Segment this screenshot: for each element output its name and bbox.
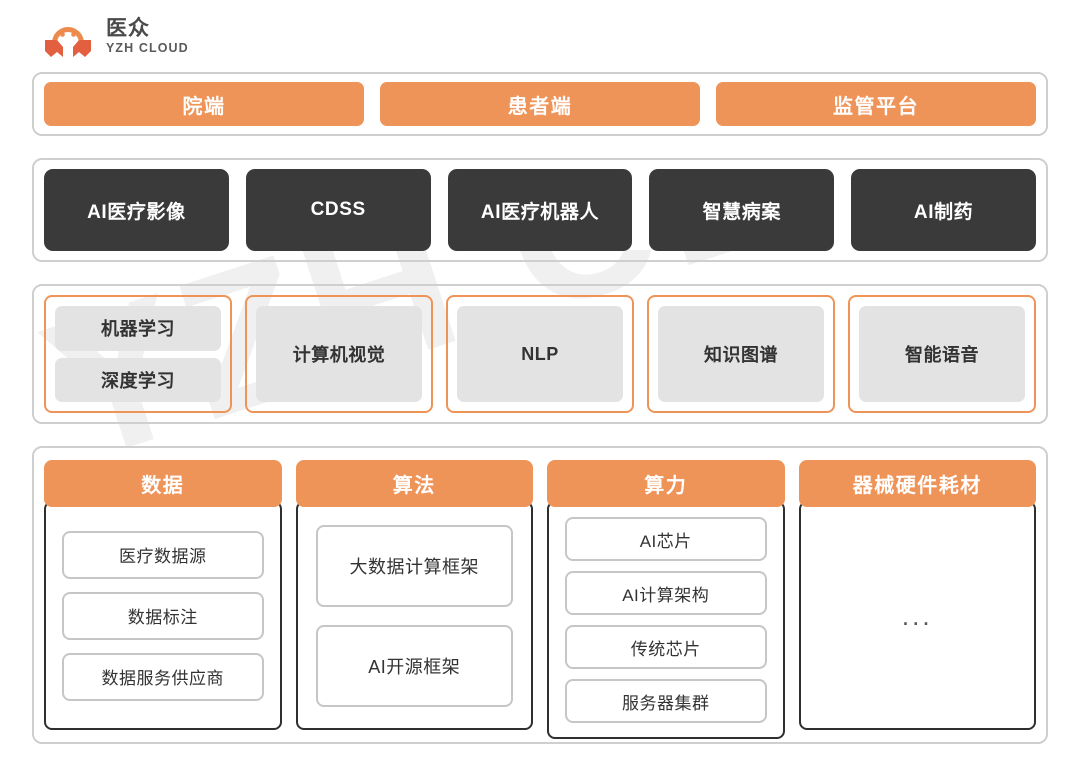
technology-group-1: 计算机视觉 (245, 295, 433, 413)
technology-pill-4-0[interactable]: 智能语音 (859, 306, 1025, 402)
technology-pill-2-0[interactable]: NLP (457, 306, 623, 402)
foundation-card-data: 数据 医疗数据源 数据标注 数据服务供应商 (44, 460, 282, 730)
technology-group-0: 机器学习 深度学习 (44, 295, 232, 413)
foundation-card-title-1: 算法 (295, 460, 533, 507)
foundation-item-1-0[interactable]: 大数据计算框架 (315, 524, 513, 607)
foundation-card-hardware: 器械硬件耗材 ... (798, 460, 1036, 730)
foundation-item-1-1[interactable]: AI开源框架 (315, 624, 513, 707)
application-chip-3[interactable]: 智慧病案 (649, 169, 835, 251)
foundation-item-0-0[interactable]: 医疗数据源 (62, 530, 264, 579)
technology-pill-0-1[interactable]: 深度学习 (55, 357, 221, 402)
foundation-item-3-0: ... (901, 600, 933, 631)
channel-chip-1[interactable]: 患者端 (380, 82, 700, 126)
layer-technologies: 机器学习 深度学习 计算机视觉 NLP 知识图谱 智能语音 (32, 284, 1048, 424)
foundation-item-2-1[interactable]: AI计算架构 (565, 571, 767, 615)
technology-group-2: NLP (446, 295, 634, 413)
foundation-card-computing-power: 算力 AI芯片 AI计算架构 传统芯片 服务器集群 (547, 460, 785, 739)
foundation-card-body-3: ... (798, 501, 1036, 730)
foundation-card-title-2: 算力 (547, 460, 785, 507)
channel-chip-0[interactable]: 院端 (44, 82, 364, 126)
foundation-card-body-1: 大数据计算框架 AI开源框架 (295, 501, 533, 730)
foundation-item-2-3[interactable]: 服务器集群 (565, 679, 767, 723)
foundation-card-algorithm: 算法 大数据计算框架 AI开源框架 (295, 460, 533, 730)
application-chip-4[interactable]: AI制药 (851, 169, 1036, 251)
foundation-item-0-2[interactable]: 数据服务供应商 (62, 652, 264, 701)
foundation-card-title-3: 器械硬件耗材 (798, 460, 1036, 507)
foundation-card-body-0: 医疗数据源 数据标注 数据服务供应商 (44, 501, 282, 730)
brand-header: 医众 YZH CLOUD (32, 0, 1048, 72)
layer-foundation: 数据 医疗数据源 数据标注 数据服务供应商 算法 大数据计算框架 AI开源框架 … (32, 446, 1048, 744)
technology-pill-3-0[interactable]: 知识图谱 (658, 306, 824, 402)
technology-group-3: 知识图谱 (647, 295, 835, 413)
brand-name-cn: 医众 (106, 16, 150, 40)
technology-pill-0-0[interactable]: 机器学习 (55, 306, 221, 351)
application-chip-1[interactable]: CDSS (245, 169, 431, 251)
layer-channels: 院端 患者端 监管平台 (32, 72, 1048, 136)
brand-name-en: YZH CLOUD (106, 40, 189, 55)
foundation-item-0-1[interactable]: 数据标注 (62, 591, 264, 640)
application-chip-2[interactable]: AI医疗机器人 (447, 169, 633, 251)
foundation-item-2-2[interactable]: 传统芯片 (565, 625, 767, 669)
channel-chip-2[interactable]: 监管平台 (716, 82, 1036, 126)
foundation-item-2-0[interactable]: AI芯片 (565, 517, 767, 561)
foundation-card-body-2: AI芯片 AI计算架构 传统芯片 服务器集群 (547, 501, 785, 739)
yzh-mascot-icon (42, 13, 94, 59)
technology-pill-1-0[interactable]: 计算机视觉 (256, 306, 422, 402)
brand-wordmark: 医众 YZH CLOUD (106, 18, 189, 55)
foundation-card-title-0: 数据 (44, 460, 282, 507)
technology-group-4: 智能语音 (848, 295, 1036, 413)
application-chip-0[interactable]: AI医疗影像 (44, 169, 229, 251)
layer-applications: AI医疗影像 CDSS AI医疗机器人 智慧病案 AI制药 (32, 158, 1048, 262)
